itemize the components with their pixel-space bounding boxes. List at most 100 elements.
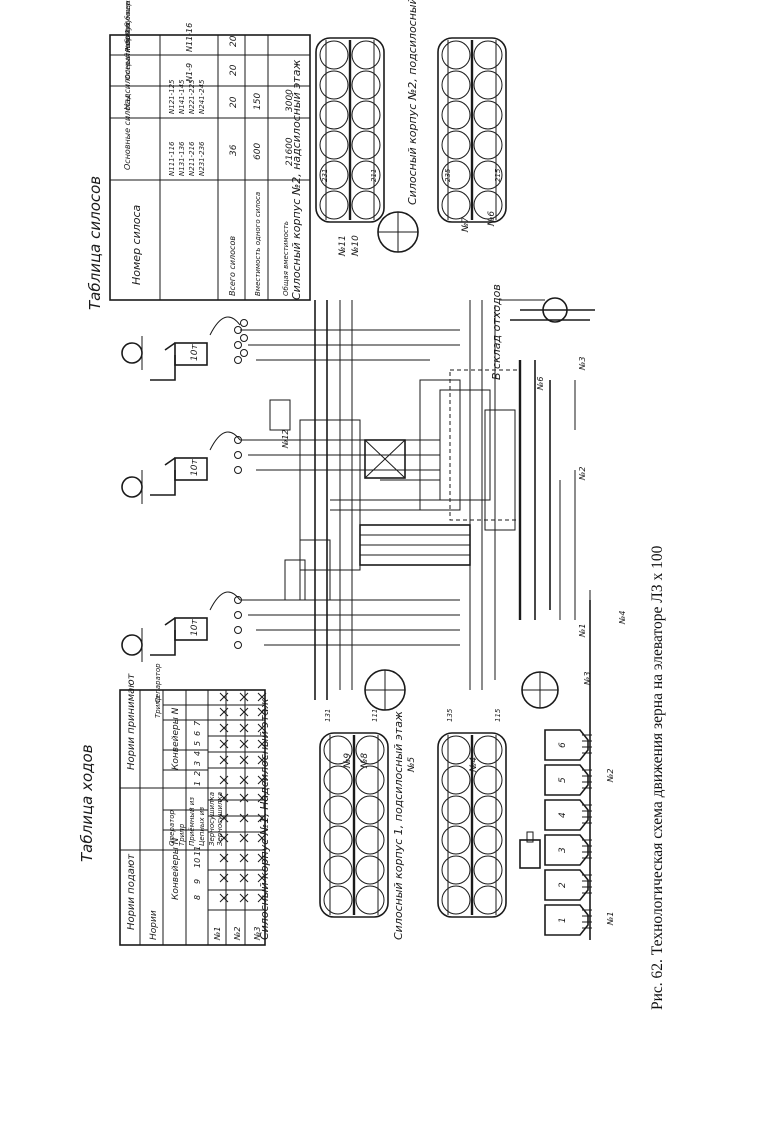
no-label-1b: №1 <box>606 912 615 926</box>
silo-cell <box>323 885 353 915</box>
tie-point <box>234 326 242 334</box>
tie-point <box>234 596 242 604</box>
codes-left-num-1: 9 <box>193 879 202 884</box>
code-mark <box>239 739 249 749</box>
silo-cell <box>319 100 349 130</box>
silo-cell <box>351 130 381 160</box>
codes-left-group: Нории подают <box>126 853 137 930</box>
hopper-shape <box>544 834 589 866</box>
silos-row-label-0: Всего силосов <box>228 236 237 296</box>
code-mark <box>239 893 249 903</box>
no-label-2: №2 <box>578 467 587 481</box>
silo-cell <box>441 795 471 825</box>
silo-cell <box>473 70 503 100</box>
codes-mid-3: Цепных из <box>198 807 206 846</box>
code-mark <box>257 755 267 765</box>
scales-group: 10т 10т 10т <box>121 316 241 662</box>
silo-num-211: 211 <box>370 169 378 182</box>
silo-cell <box>441 190 471 220</box>
tie-point <box>234 341 242 349</box>
corpus1-upper-grid <box>319 732 389 918</box>
silo-cell <box>319 70 349 100</box>
silo-grids <box>315 37 507 918</box>
silos-col-hdr-1: Надсилосный корпус <box>123 20 132 110</box>
silo-cell <box>355 855 385 885</box>
code-mark <box>257 833 267 843</box>
silo-cell <box>323 795 353 825</box>
code-mark <box>219 723 229 733</box>
receiving-hopper-label: 2 <box>558 882 568 888</box>
corpus2-upper-grid-frame <box>315 37 385 223</box>
no-label-1a: №1 <box>578 624 587 638</box>
hopper-shape <box>544 729 589 761</box>
silo-cell <box>323 855 353 885</box>
corpus2-upper-grid <box>315 37 385 223</box>
tie-point <box>234 356 242 364</box>
silo-num-235: 235 <box>444 168 452 182</box>
no-label-5: №5 <box>407 757 417 773</box>
no-label-2b: №2 <box>606 769 615 783</box>
codes-right-num-6: 7 <box>193 720 202 726</box>
silo-cell <box>355 825 385 855</box>
silos-value-2-0: 21600 <box>285 137 295 166</box>
tie-point <box>234 466 242 474</box>
silo-cell <box>441 735 471 765</box>
hopper-shape <box>544 799 589 831</box>
silos-range-1-3: N241-245 <box>198 79 206 114</box>
silos-range-3-0: N11-16 <box>185 23 194 52</box>
code-mark <box>239 755 249 765</box>
code-mark <box>239 833 249 843</box>
tie-point <box>240 334 248 342</box>
code-mark <box>257 723 267 733</box>
silo-cell <box>441 130 471 160</box>
tie-point <box>234 626 242 634</box>
tie-point <box>234 436 242 444</box>
silo-cell <box>473 130 503 160</box>
silo-cell <box>351 100 381 130</box>
silos-col-hdr-0: Основные силосы <box>123 95 132 170</box>
scale-label-0: 10т <box>190 619 200 636</box>
silo-cell <box>473 735 503 765</box>
no-label-10: №10 <box>351 235 361 257</box>
silo-cell <box>355 795 385 825</box>
tie-point <box>234 641 242 649</box>
silo-cell <box>473 795 503 825</box>
code-mark <box>219 755 229 765</box>
no-label-11: №11 <box>338 235 348 257</box>
silos-value-0-0: 36 <box>229 144 239 156</box>
process-lines <box>240 299 595 700</box>
code-mark <box>257 739 267 749</box>
codes-mid-5: Зерносушилка <box>216 792 224 846</box>
silos-range-2-0: N1-9 <box>185 63 194 82</box>
silo-cell <box>351 70 381 100</box>
silo-cell <box>441 160 471 190</box>
silo-cell <box>441 100 471 130</box>
tie-point <box>240 319 248 327</box>
tie-point <box>234 451 242 459</box>
silo-cell <box>441 70 471 100</box>
silo-cell <box>441 825 471 855</box>
scale-label-1: 10т <box>190 459 200 476</box>
code-mark <box>219 833 229 843</box>
codes-left-num-2: 10 <box>193 858 202 868</box>
codes-mid-2: Приёмный из <box>188 797 196 846</box>
codes-right-num-3: 4 <box>193 751 202 756</box>
silos-col-hdr-3: Рабочая башня <box>124 0 132 52</box>
receiving-hopper-3: 3 <box>544 834 592 866</box>
code-mark <box>239 775 249 785</box>
codes-right-num-1: 2 <box>193 771 202 776</box>
no-label-3b: №3 <box>583 672 592 686</box>
no-label-8: №8 <box>360 753 370 769</box>
silo-cell <box>441 855 471 885</box>
corpus2-lower-grid <box>437 37 507 223</box>
code-mark <box>219 853 229 863</box>
corpus2-top-label: Силосный корпус №2, надсилосный этаж <box>290 60 303 300</box>
receiving-hopper-label: 4 <box>558 812 568 818</box>
silo-cell <box>355 885 385 915</box>
code-mark <box>219 692 229 702</box>
silo-cell <box>473 855 503 885</box>
silos-row-label-1: Вместимость одного силоса <box>254 192 262 296</box>
receiving-hopper-5: 5 <box>544 764 592 796</box>
